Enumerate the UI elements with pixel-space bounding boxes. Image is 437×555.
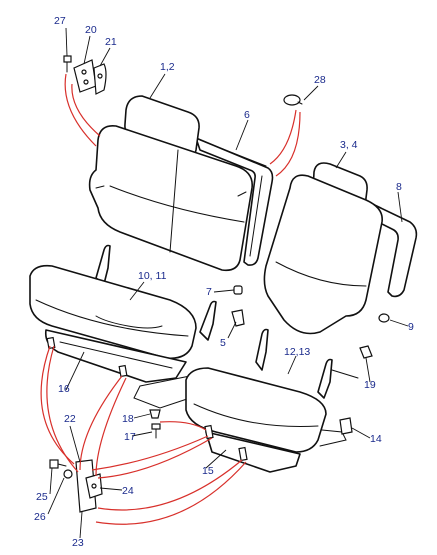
label-18: 18: [122, 413, 134, 425]
label-19: 19: [364, 379, 376, 391]
label-21: 21: [105, 36, 117, 48]
label-16: 16: [58, 383, 70, 395]
label-6: 6: [244, 109, 250, 121]
label-27: 27: [54, 15, 66, 27]
leader-lines: [47, 27, 409, 539]
label-26: 26: [34, 511, 46, 523]
left-seat-cushion: [29, 244, 217, 409]
left-backrest: [88, 95, 274, 272]
label-20: 20: [85, 24, 97, 36]
label-23: 23: [72, 537, 84, 549]
right-seat-cushion: [185, 328, 347, 473]
part-labels: 27 20 21 1,2 28 6 3, 4 8 10, 11 7 5 9 12…: [34, 15, 414, 549]
label-9: 9: [408, 321, 414, 333]
label-10-11: 10, 11: [138, 270, 167, 282]
label-14: 14: [370, 433, 382, 445]
label-15: 15: [202, 465, 214, 477]
small-parts: [49, 55, 390, 513]
label-7: 7: [206, 286, 212, 298]
label-22: 22: [64, 413, 76, 425]
label-25: 25: [36, 491, 48, 503]
callout-curves: [40, 73, 301, 525]
right-backrest: [263, 162, 418, 335]
label-28: 28: [314, 74, 326, 86]
label-24: 24: [122, 485, 134, 497]
label-12-13: 12,13: [284, 346, 310, 358]
label-5: 5: [220, 337, 226, 349]
label-1-2: 1,2: [160, 61, 175, 73]
label-17: 17: [124, 431, 136, 443]
label-8: 8: [396, 181, 402, 193]
label-3-4: 3, 4: [340, 139, 358, 151]
